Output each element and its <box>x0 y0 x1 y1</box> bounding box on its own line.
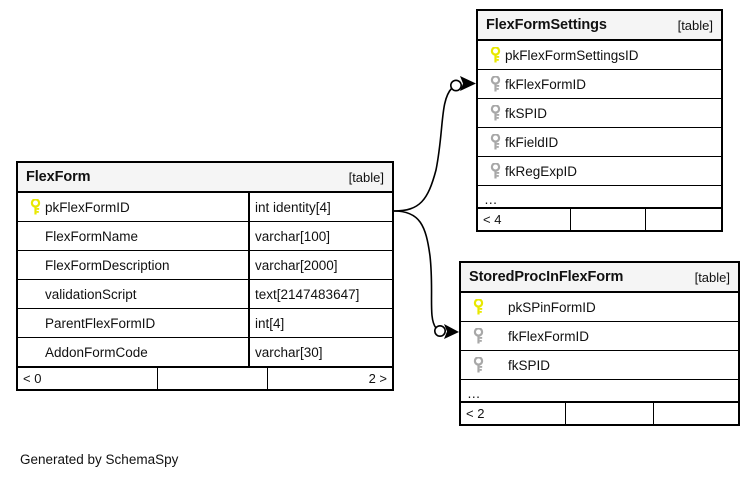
table-row[interactable]: pkSPinFormID <box>461 293 738 322</box>
table-footer-flexformsettings: < 4 <box>478 208 721 230</box>
table-footer-flexform: < 0 2 > <box>18 367 392 389</box>
column-name-cell: validationScript <box>18 280 248 308</box>
column-name-cell: FlexFormName <box>18 222 248 250</box>
column-name: ParentFlexFormID <box>45 315 156 331</box>
primary-key-icon <box>25 199 45 215</box>
table-row[interactable]: fkFieldID <box>478 128 721 157</box>
ellipsis-label: … <box>484 192 499 207</box>
edge-endpoint-circle-storedproc <box>433 324 446 337</box>
foreign-key-icon <box>485 134 505 150</box>
table-footer-storedprocinflexform: < 2 <box>461 402 738 424</box>
column-name-cell: ParentFlexFormID <box>18 309 248 337</box>
table-row[interactable]: ParentFlexFormID int[4] <box>18 309 392 338</box>
table-row[interactable]: pkFlexFormID int identity[4] <box>18 193 392 222</box>
column-name-cell: fkFlexFormID <box>478 70 721 98</box>
column-type: varchar[2000] <box>248 251 392 279</box>
edge-arrowhead-settings <box>460 76 476 91</box>
more-columns-row[interactable]: … <box>461 380 738 402</box>
generated-by-credit: Generated by SchemaSpy <box>20 452 179 467</box>
table-header-flexform: FlexForm [table] <box>18 163 392 193</box>
column-name: AddonFormCode <box>45 344 148 360</box>
table-row[interactable]: AddonFormCode varchar[30] <box>18 338 392 367</box>
more-columns-row[interactable]: … <box>478 186 721 208</box>
table-row[interactable]: validationScript text[2147483647] <box>18 280 392 309</box>
edge-flexform-to-flexformsettings <box>393 87 453 212</box>
edge-flexform-to-storedproc <box>393 210 437 329</box>
column-name: pkFlexFormSettingsID <box>505 47 639 63</box>
footer-child-count: 2 > <box>368 371 387 386</box>
footer-middle <box>158 368 268 389</box>
table-row[interactable]: pkFlexFormSettingsID <box>478 41 721 70</box>
foreign-key-icon <box>468 357 488 373</box>
footer-parent-count: < 0 <box>18 368 158 389</box>
table-flexformsettings[interactable]: FlexFormSettings [table] pkFlexFormSetti… <box>476 9 723 232</box>
foreign-key-icon <box>468 328 488 344</box>
column-name-cell: fkRegExpID <box>478 157 721 185</box>
column-name: fkSPID <box>508 357 551 373</box>
table-name: FlexFormSettings <box>486 17 607 33</box>
footer-middle <box>566 403 654 424</box>
table-storedprocinflexform[interactable]: StoredProcInFlexForm [table] pkSPinFormI… <box>459 261 740 426</box>
footer-child-count <box>654 403 738 424</box>
table-row[interactable]: FlexFormDescription varchar[2000] <box>18 251 392 280</box>
primary-key-icon <box>468 299 488 315</box>
foreign-key-icon <box>485 105 505 121</box>
table-row[interactable]: fkRegExpID <box>478 157 721 186</box>
edge-arrowhead-storedproc <box>444 324 459 339</box>
column-name-cell: pkFlexFormSettingsID <box>478 41 721 69</box>
foreign-key-icon <box>485 76 505 92</box>
column-name: pkSPinFormID <box>508 299 596 315</box>
column-name: validationScript <box>45 286 137 302</box>
column-name-cell: fkSPID <box>478 99 721 127</box>
table-kind-label: [table] <box>348 169 384 185</box>
column-name-cell: AddonFormCode <box>18 338 248 366</box>
foreign-key-icon <box>485 163 505 179</box>
column-type: varchar[30] <box>248 338 392 366</box>
column-name-cell: FlexFormDescription <box>18 251 248 279</box>
table-kind-label: [table] <box>677 17 713 33</box>
column-name-cell: fkFlexFormID <box>461 322 738 350</box>
column-name: fkFlexFormID <box>508 328 589 344</box>
column-name: fkFieldID <box>505 134 559 150</box>
column-name: FlexFormDescription <box>45 257 170 273</box>
column-name: fkRegExpID <box>505 163 578 179</box>
footer-child-count <box>646 209 721 230</box>
column-name-cell: pkSPinFormID <box>461 293 738 321</box>
table-row[interactable]: fkSPID <box>478 99 721 128</box>
column-type: text[2147483647] <box>248 280 392 308</box>
table-header-storedprocinflexform: StoredProcInFlexForm [table] <box>461 263 738 293</box>
column-name: pkFlexFormID <box>45 199 130 215</box>
column-name: fkFlexFormID <box>505 76 586 92</box>
column-name: fkSPID <box>505 105 548 121</box>
column-name: FlexFormName <box>45 228 139 244</box>
column-type: int identity[4] <box>248 193 392 221</box>
column-name-cell: fkFieldID <box>478 128 721 156</box>
table-row[interactable]: fkFlexFormID <box>461 322 738 351</box>
primary-key-icon <box>485 47 505 63</box>
table-row[interactable]: fkSPID <box>461 351 738 380</box>
table-name: StoredProcInFlexForm <box>469 269 624 285</box>
footer-parent-count: < 4 <box>478 209 571 230</box>
footer-parent-count: < 2 <box>461 403 566 424</box>
table-kind-label: [table] <box>694 269 730 285</box>
ellipsis-label: … <box>467 386 482 401</box>
footer-middle <box>571 209 646 230</box>
table-row[interactable]: fkFlexFormID <box>478 70 721 99</box>
table-flexform[interactable]: FlexForm [table] pkFlexFormID int identi… <box>16 161 394 391</box>
column-name-cell: fkSPID <box>461 351 738 379</box>
table-name: FlexForm <box>26 169 91 185</box>
column-name-cell: pkFlexFormID <box>18 193 248 221</box>
edge-endpoint-circle-settings <box>449 79 462 92</box>
column-type: varchar[100] <box>248 222 392 250</box>
table-row[interactable]: FlexFormName varchar[100] <box>18 222 392 251</box>
column-type: int[4] <box>248 309 392 337</box>
table-header-flexformsettings: FlexFormSettings [table] <box>478 11 721 41</box>
